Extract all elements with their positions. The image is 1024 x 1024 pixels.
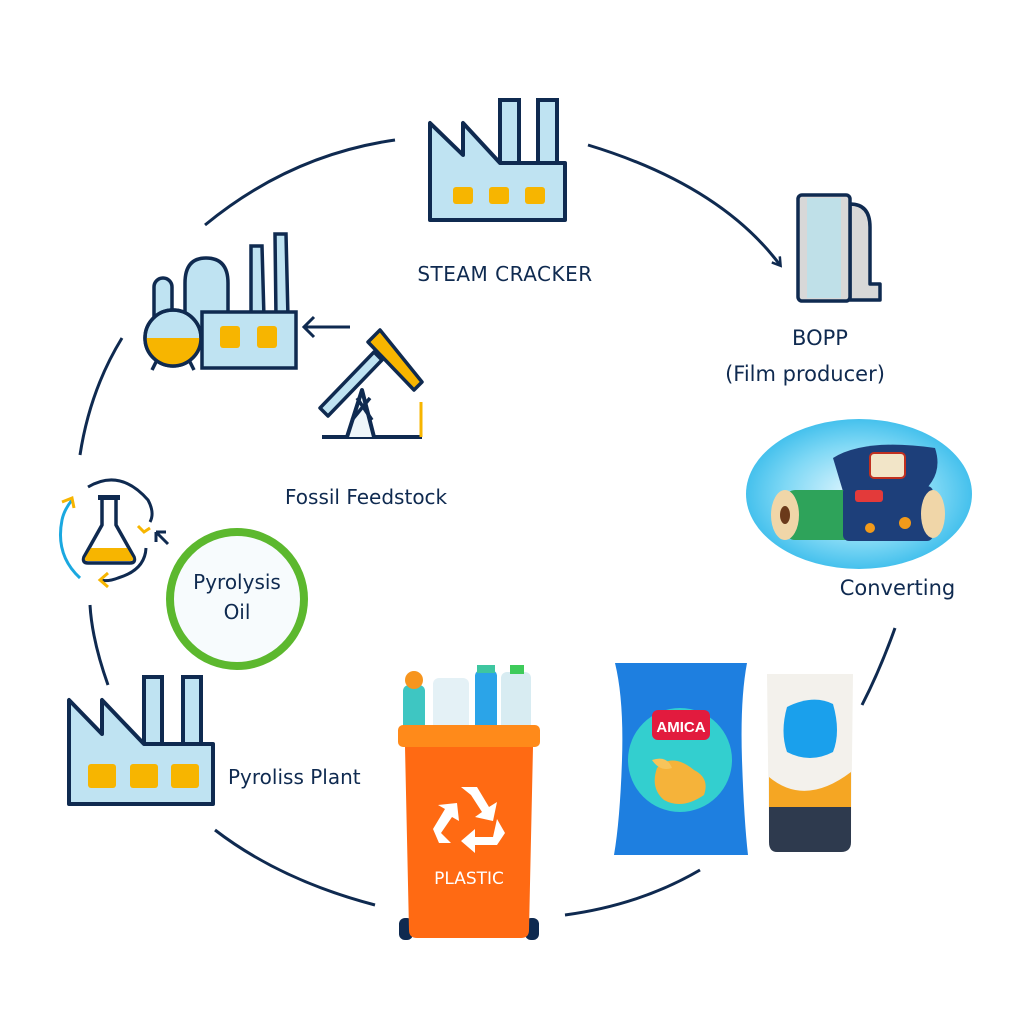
arc-flask-to-refinery	[78, 337, 124, 456]
converting-label: Converting	[839, 576, 956, 600]
film-roll-icon	[796, 193, 882, 303]
arc-refinery-to-steamcracker	[204, 138, 396, 227]
recycling-bin-icon: PLASTIC	[398, 665, 540, 940]
factory-icon	[428, 98, 567, 222]
chips-pouch-icon	[767, 674, 853, 852]
bopp-label: BOPP	[792, 326, 848, 350]
arc-converting-to-packaging	[860, 627, 897, 706]
bin-label: PLASTIC	[434, 869, 504, 889]
arc-bin-to-plant	[214, 828, 376, 907]
flask-icon	[81, 495, 137, 565]
factory-icon	[67, 675, 215, 806]
recycle-symbol-icon	[433, 787, 505, 853]
steam-cracker-label: STEAM CRACKER	[417, 262, 593, 286]
arc-plant-to-flask	[88, 604, 110, 686]
pyrolysis-oil-sublabel: Oil	[223, 600, 251, 624]
arc-packaging-to-bin	[564, 868, 701, 917]
flask-cycle-icon	[58, 478, 170, 589]
bopp-sublabel: (Film producer)	[725, 362, 885, 386]
pyrolysis-oil-label: Pyrolysis	[193, 570, 281, 594]
arrow-left-icon	[301, 315, 350, 339]
fossil-feedstock-label: Fossil Feedstock	[285, 485, 448, 509]
film-rolls-photo	[746, 419, 972, 569]
arc-steamcracker-to-bopp	[587, 143, 780, 265]
chips-brand-label: AMICA	[656, 719, 705, 736]
refinery-icon	[143, 232, 298, 371]
pyrolysis-oil-badge	[166, 528, 308, 670]
oil-pump-icon	[318, 328, 424, 439]
pyrolysis-plant-label: Pyroliss Plant	[228, 765, 361, 789]
chips-bag-icon: AMICA	[614, 663, 748, 855]
